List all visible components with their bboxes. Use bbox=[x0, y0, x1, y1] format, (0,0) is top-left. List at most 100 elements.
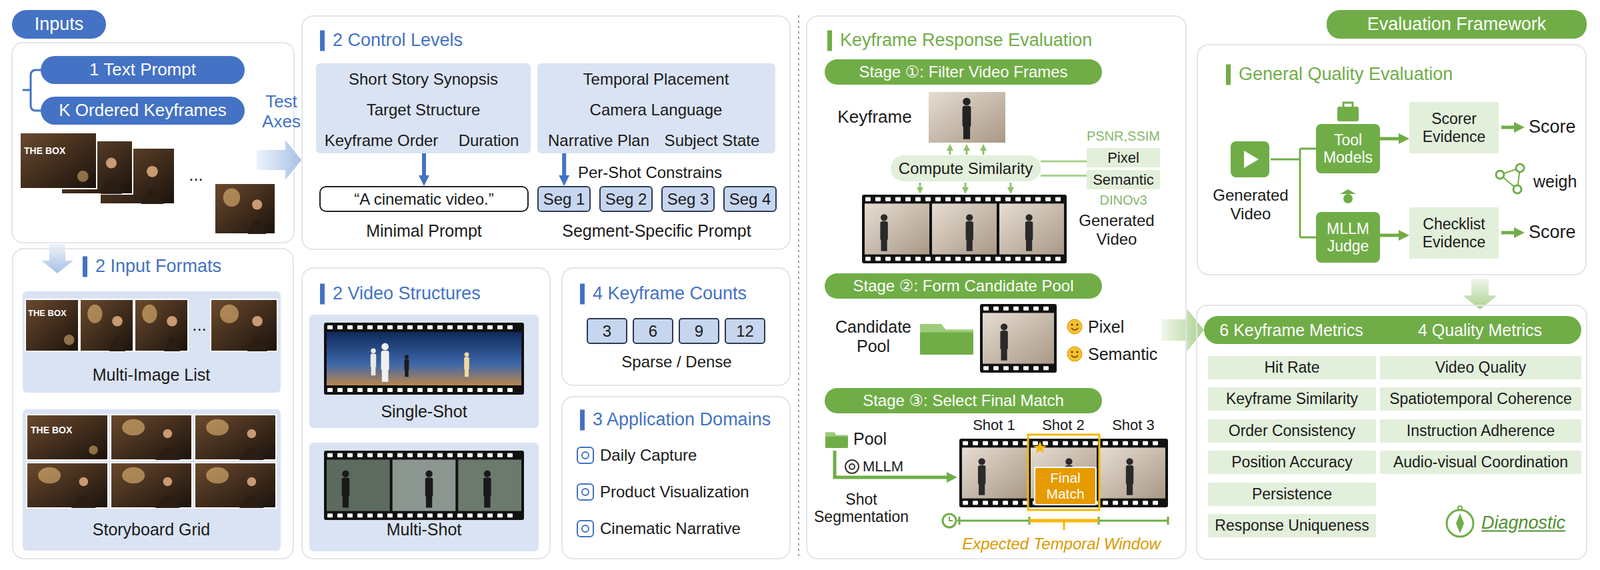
metric-box: Response Uniqueness bbox=[1208, 514, 1376, 538]
sprocket-hole bbox=[377, 453, 383, 458]
sprocket-hole bbox=[367, 325, 373, 330]
node-text: Seg 4 bbox=[729, 190, 772, 209]
sprocket-hole bbox=[905, 256, 911, 261]
sprocket-hole bbox=[1032, 441, 1038, 446]
sprocket-hole bbox=[397, 453, 403, 458]
film-frame bbox=[1099, 447, 1166, 498]
sprocket-hole bbox=[945, 197, 951, 202]
person-legs bbox=[966, 240, 973, 252]
node-text: Audio-visual Coordination bbox=[1393, 453, 1568, 471]
thumbnail-frame bbox=[110, 414, 192, 460]
annotation-label: Minimal Prompt bbox=[366, 221, 482, 241]
sprocket-hole bbox=[407, 453, 413, 458]
sprocket-hole bbox=[497, 453, 503, 458]
sprocket-hole bbox=[1035, 256, 1041, 261]
person-body bbox=[404, 359, 410, 371]
sprocket-hole bbox=[417, 325, 423, 330]
film-strip bbox=[324, 322, 524, 395]
annotation-label: Generated Video bbox=[1070, 211, 1164, 248]
node-text: 6 Keyframe Metrics bbox=[1219, 320, 1363, 340]
sprocket-hole bbox=[487, 325, 493, 330]
sprocket-hole bbox=[327, 325, 333, 330]
annotation-label: Shot 1 bbox=[972, 416, 1016, 434]
sprocket-hole bbox=[1142, 441, 1148, 446]
node-text: 9 bbox=[694, 322, 704, 341]
person-head bbox=[381, 343, 389, 351]
stage-pill: Stage ②: Form Candidate Pool bbox=[824, 273, 1102, 299]
sprocket-hole bbox=[1012, 500, 1018, 505]
sprocket-hole bbox=[982, 441, 988, 446]
connector bbox=[1040, 174, 1087, 177]
sprocket-hole bbox=[983, 366, 989, 370]
person-head bbox=[1025, 214, 1032, 221]
film-base bbox=[324, 450, 524, 520]
emoji-eye bbox=[1076, 350, 1078, 353]
sprocket-hole bbox=[1045, 256, 1051, 261]
sprocket-hole bbox=[357, 513, 363, 518]
person-legs bbox=[978, 484, 985, 496]
sprocket-hole bbox=[457, 513, 463, 518]
face bbox=[163, 477, 173, 487]
body bbox=[109, 337, 126, 352]
person-body bbox=[1126, 465, 1134, 485]
node-text: Subject State bbox=[664, 131, 760, 150]
face bbox=[106, 158, 117, 169]
node-text: Camera Language bbox=[590, 100, 723, 120]
person-legs bbox=[1026, 240, 1032, 252]
thumbnail-frame bbox=[26, 414, 108, 460]
stage-pill: 6 Keyframe Metrics bbox=[1204, 316, 1379, 344]
sprocket-hole bbox=[417, 453, 423, 458]
node-text: Spatiotemporal Coherence bbox=[1389, 390, 1572, 408]
keyframe-image bbox=[928, 92, 1006, 143]
annotation-label: Segment-Specific Prompt bbox=[562, 221, 751, 241]
annotation-label: ... bbox=[188, 165, 204, 186]
sprocket-hole bbox=[327, 513, 333, 518]
person-legs bbox=[963, 126, 970, 140]
keyframe-thumbnail bbox=[110, 414, 192, 460]
annotation-label: MLLM bbox=[862, 458, 904, 475]
clock-icon bbox=[942, 514, 956, 528]
film-base bbox=[980, 304, 1057, 373]
stage-pill: Stage ①: Filter Video Frames bbox=[824, 59, 1102, 85]
sprocket-hole bbox=[427, 453, 433, 458]
sprocket-hole bbox=[507, 513, 513, 518]
keyframe-thumbnail bbox=[134, 299, 188, 352]
metric-box: Instruction Adherence bbox=[1380, 419, 1582, 443]
sprocket-hole bbox=[1122, 441, 1128, 446]
emoji-eye bbox=[1070, 350, 1073, 353]
body bbox=[248, 220, 266, 234]
sprocket-hole bbox=[387, 325, 393, 330]
sprocket-hole bbox=[955, 197, 961, 202]
person-head bbox=[464, 352, 470, 357]
lamp-glow bbox=[122, 419, 145, 436]
annotation-label: THE BOX bbox=[28, 308, 67, 319]
thumbnail-frame bbox=[214, 183, 276, 234]
control-box: Short Story SynopsisTarget StructureKeyf… bbox=[316, 63, 531, 154]
sprocket-hole bbox=[427, 513, 433, 518]
person-body bbox=[342, 477, 350, 497]
sprocket-hole bbox=[1003, 366, 1009, 370]
sprocket-hole bbox=[487, 388, 493, 392]
person-body bbox=[381, 350, 390, 371]
keyframe-thumbnail bbox=[194, 414, 276, 460]
node-text: Stage ①: Filter Video Frames bbox=[858, 62, 1068, 82]
folder-icon bbox=[825, 432, 848, 448]
body bbox=[239, 495, 264, 508]
domain-icon-detail bbox=[582, 452, 589, 459]
body bbox=[155, 447, 180, 460]
node-text: Multi-Image List bbox=[92, 365, 210, 385]
panel-outline bbox=[1196, 305, 1587, 560]
person-head bbox=[1126, 458, 1133, 465]
domain-icon-detail bbox=[582, 525, 589, 532]
count-box: 9 bbox=[678, 318, 720, 344]
film-frame bbox=[326, 460, 390, 512]
sprocket-hole bbox=[895, 197, 901, 202]
sprocket-hole bbox=[467, 513, 473, 518]
weigh-node bbox=[1516, 164, 1524, 172]
sprocket-hole bbox=[437, 388, 443, 392]
node-text: Final Match bbox=[1039, 470, 1092, 502]
person-legs bbox=[1001, 349, 1008, 361]
face bbox=[112, 316, 123, 327]
body bbox=[141, 188, 164, 204]
sprocket-hole bbox=[1045, 197, 1051, 202]
